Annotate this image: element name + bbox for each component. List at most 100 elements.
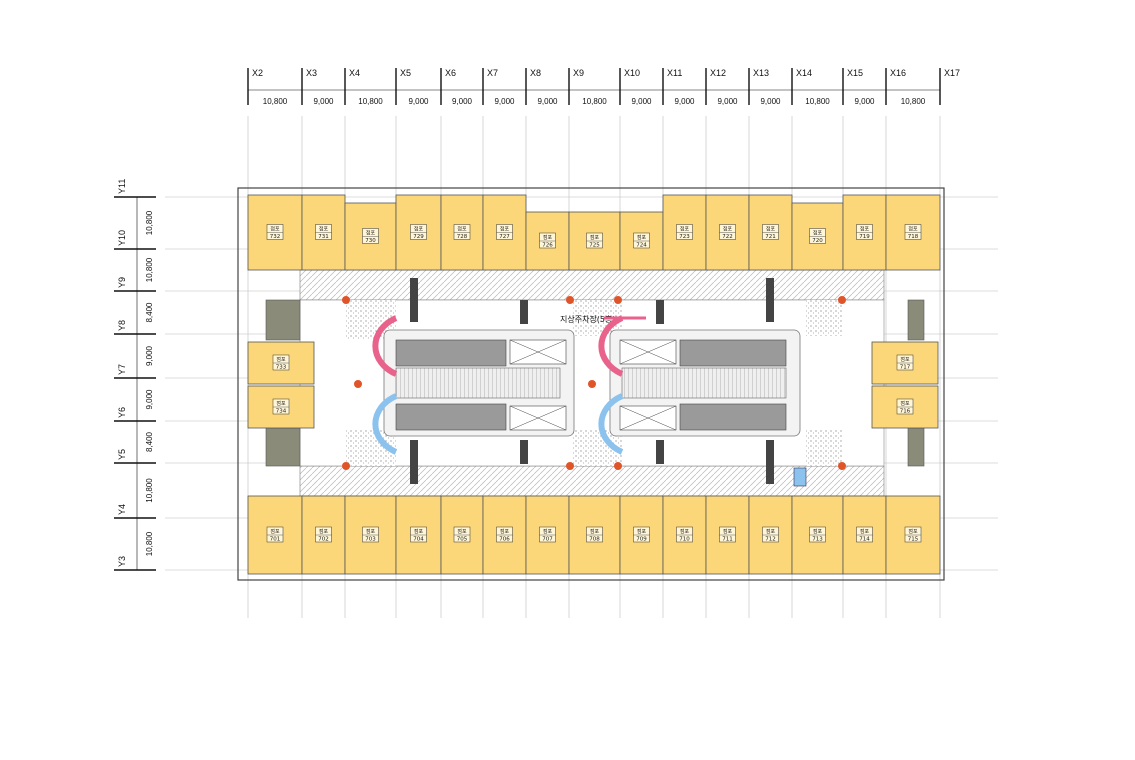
- unit-tag: [633, 232, 650, 249]
- unit-caption: 점포: [908, 226, 918, 233]
- unit-number: 715: [908, 537, 919, 543]
- unit-tag: [272, 398, 290, 415]
- grid-x-label: X14: [796, 68, 812, 78]
- unit-number: 729: [413, 234, 424, 240]
- unit-tag: [896, 354, 914, 371]
- unit-number: 725: [589, 243, 600, 249]
- unit-caption: 점포: [813, 230, 823, 237]
- grid-x-span: 9,000: [313, 97, 334, 106]
- grid-x-span: 9,000: [674, 97, 695, 106]
- unit-caption: 점포: [270, 226, 280, 233]
- grid-y-span: 10,800: [145, 478, 154, 503]
- grid-x-span: 9,000: [717, 97, 738, 106]
- lane-markings: [410, 278, 774, 484]
- unit-tag: [676, 224, 693, 240]
- unit-tag: [762, 526, 779, 543]
- unit-number: 734: [276, 409, 287, 415]
- unit-tag: [410, 224, 427, 240]
- grid-x-span: 9,000: [408, 97, 429, 106]
- unit-tag: [410, 526, 427, 543]
- grid-x-label: X10: [624, 68, 640, 78]
- unit-number: 728: [457, 234, 468, 240]
- grid-x-label: X6: [445, 68, 456, 78]
- unit-tag: [539, 526, 556, 543]
- unit-number: 712: [765, 537, 776, 543]
- ramp-zones: [346, 300, 842, 466]
- unit-tag: [266, 224, 284, 240]
- unit-number: 702: [318, 537, 329, 543]
- grid-y-span: 8,400: [145, 302, 154, 323]
- unit-tag: [904, 526, 922, 543]
- grid-y-label: Y8: [117, 320, 127, 331]
- unit-caption: 점포: [766, 226, 776, 233]
- unit-caption: 점포: [766, 528, 776, 535]
- unit-710: 점포 710: [662, 495, 707, 575]
- unit-caption: 점포: [500, 226, 510, 233]
- grid-x-span: 9,000: [452, 97, 473, 106]
- unit-caption: 점포: [680, 226, 690, 233]
- unit-caption: 점포: [637, 528, 647, 535]
- unit-caption: 점포: [637, 234, 647, 241]
- unit-number: 705: [457, 537, 468, 543]
- grid-x-span: 10,800: [582, 97, 607, 106]
- grid-x-label: X2: [252, 68, 263, 78]
- unit-tag: [539, 232, 556, 249]
- grid-x-span: 9,000: [854, 97, 875, 106]
- grid-x-span: 9,000: [537, 97, 558, 106]
- grid-x-label: X16: [890, 68, 906, 78]
- unit-caption: 점포: [860, 528, 870, 535]
- unit-tag: [809, 526, 826, 543]
- grid-x-label: X17: [944, 68, 960, 78]
- unit-number: 722: [722, 234, 733, 240]
- grid-y-label: Y10: [117, 230, 127, 246]
- grid-x-span: 10,800: [805, 97, 830, 106]
- unit-number: 710: [679, 537, 690, 543]
- grid-y-span: 10,800: [145, 531, 154, 556]
- unit-tag: [315, 224, 332, 240]
- unit-number: 716: [900, 409, 911, 415]
- grid-x-label: X11: [667, 68, 682, 78]
- unit-number: 721: [765, 234, 776, 240]
- unit-number: 703: [365, 537, 376, 543]
- unit-tag: [315, 526, 332, 543]
- unit-caption: 점포: [366, 528, 376, 535]
- grid-x-label: X4: [349, 68, 360, 78]
- core-label: 지상주차장(5층): [560, 314, 616, 324]
- unit-tag: [719, 526, 736, 543]
- unit-caption: 점포: [457, 226, 467, 233]
- unit-tag: [586, 232, 603, 249]
- unit-number: 711: [722, 537, 733, 543]
- unit-number: 701: [270, 537, 281, 543]
- grid-x-label: X15: [847, 68, 863, 78]
- unit-caption: 점포: [723, 528, 733, 535]
- grid-y-span: 8,400: [145, 431, 154, 452]
- grid-x-label: X5: [400, 68, 411, 78]
- grid-y-label: Y3: [117, 556, 127, 567]
- unit-number: 704: [413, 537, 424, 543]
- grid-x-label: X3: [306, 68, 317, 78]
- unit-number: 718: [908, 234, 919, 240]
- unit-caption: 점포: [680, 528, 690, 535]
- unit-number: 731: [318, 234, 329, 240]
- unit-tag: [453, 526, 471, 543]
- unit-number: 733: [276, 365, 287, 371]
- central-cores: 지상주차장(5층): [383, 314, 801, 437]
- unit-caption: 점포: [414, 226, 424, 233]
